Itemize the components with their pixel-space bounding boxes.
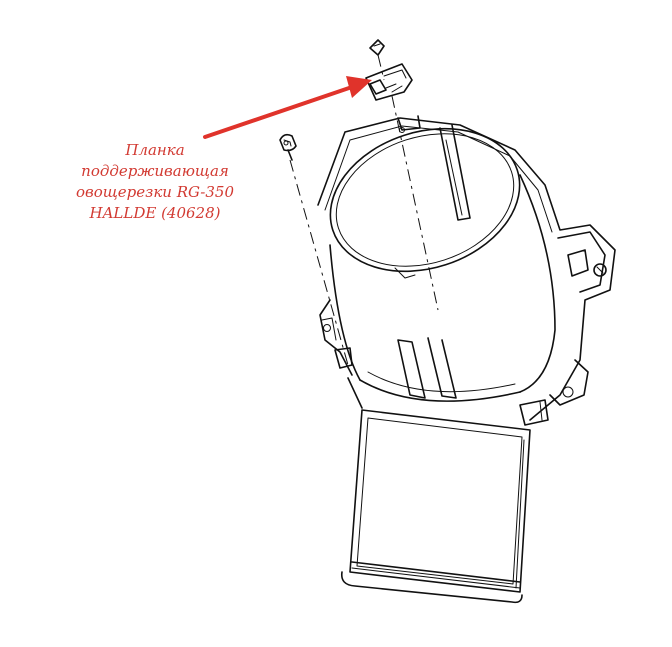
- housing-frame: [317, 117, 616, 426]
- locking-pin: [279, 133, 297, 161]
- feed-chute: [340, 409, 531, 604]
- screw: [369, 39, 385, 56]
- support-bar-part: [365, 63, 413, 101]
- feed-cylinder: [329, 115, 556, 402]
- callout-line-2: поддерживающая: [81, 162, 229, 180]
- callout-line-3: овощерезки RG-350: [76, 183, 234, 201]
- callout-arrow: [203, 76, 372, 139]
- callout-line-1: Планка: [125, 141, 185, 159]
- callout-line-4: HALLDE (40628): [89, 204, 221, 222]
- assembly-axis-lines: [289, 54, 439, 366]
- part-callout-label: Планка поддерживающая овощерезки RG-350 …: [60, 140, 250, 224]
